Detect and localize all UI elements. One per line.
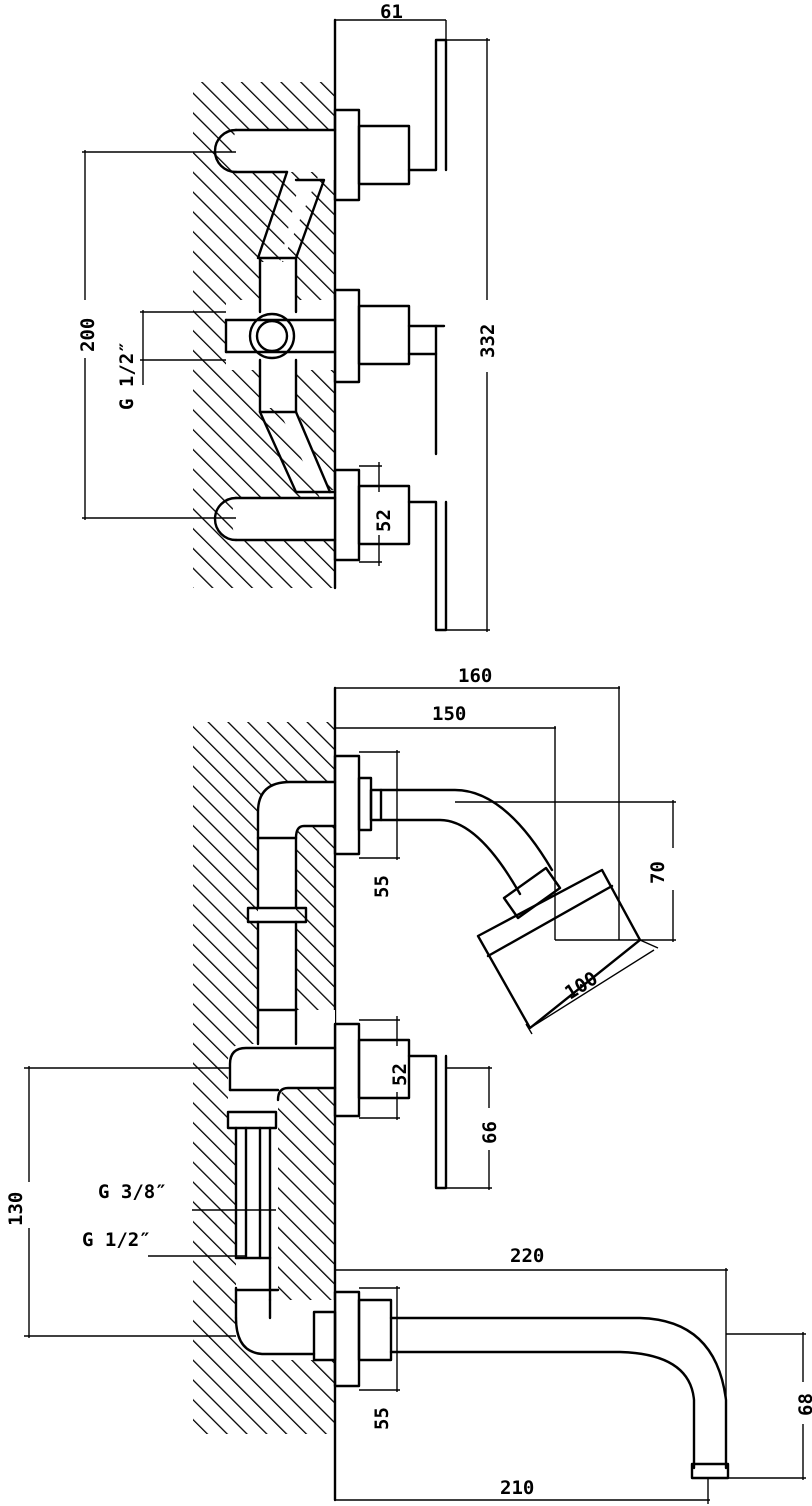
mixer-body-top — [213, 128, 337, 542]
shower-head — [379, 788, 642, 1030]
dim-52-top: 52 — [359, 462, 395, 566]
dim-220: 220 — [335, 1245, 728, 1464]
valve-middle — [333, 288, 446, 456]
svg-text:220: 220 — [510, 1245, 544, 1267]
svg-text:160: 160 — [458, 665, 492, 687]
valve-top — [333, 38, 448, 202]
top-view: 61 332 200 G 1/2″ 52 — [77, 1, 499, 632]
svg-text:61: 61 — [380, 1, 403, 23]
dim-52-bottom: 52 — [359, 1016, 411, 1120]
internal-pipes — [226, 780, 337, 1362]
svg-text:68: 68 — [795, 1393, 812, 1416]
svg-text:70: 70 — [647, 861, 669, 884]
valve-bottom-mid — [333, 1022, 448, 1190]
dim-70: 70 — [455, 800, 676, 942]
dim-332: 332 — [446, 38, 499, 632]
dim-66: 66 — [446, 1066, 501, 1190]
dim-thread-top: G 1/2″ — [116, 310, 226, 410]
svg-text:G 1/2″: G 1/2″ — [116, 341, 138, 410]
svg-text:210: 210 — [500, 1477, 534, 1499]
valve-bottom — [333, 468, 448, 632]
svg-text:332: 332 — [477, 324, 499, 358]
svg-text:55: 55 — [371, 875, 393, 898]
dim-thread-38: G 3/8″ — [98, 1181, 276, 1211]
dim-100: 100 — [525, 939, 659, 1035]
dim-160: 160 — [335, 665, 620, 940]
svg-text:200: 200 — [77, 318, 99, 352]
dim-55-bottom: 55 — [359, 1286, 400, 1430]
spout — [333, 1290, 730, 1480]
bottom-view: 160 150 70 100 55 — [5, 665, 812, 1504]
svg-text:55: 55 — [371, 1407, 393, 1430]
svg-text:52: 52 — [373, 509, 395, 532]
svg-text:150: 150 — [432, 703, 466, 725]
dim-130: 130 — [5, 1066, 236, 1338]
dim-55-top: 55 — [359, 750, 400, 898]
dim-61: 61 — [335, 1, 447, 40]
svg-text:G 1/2″: G 1/2″ — [82, 1229, 151, 1251]
dim-thread-12: G 1/2″ — [82, 1229, 246, 1257]
svg-text:130: 130 — [5, 1192, 27, 1226]
shower-connector — [333, 754, 383, 856]
svg-text:52: 52 — [389, 1063, 411, 1086]
svg-text:G 3/8″: G 3/8″ — [98, 1181, 167, 1203]
dim-210: 210 — [335, 1477, 710, 1504]
dim-150: 150 — [335, 703, 556, 940]
svg-text:66: 66 — [479, 1121, 501, 1144]
dim-68: 68 — [726, 1332, 812, 1480]
dim-200: 200 — [77, 150, 236, 520]
